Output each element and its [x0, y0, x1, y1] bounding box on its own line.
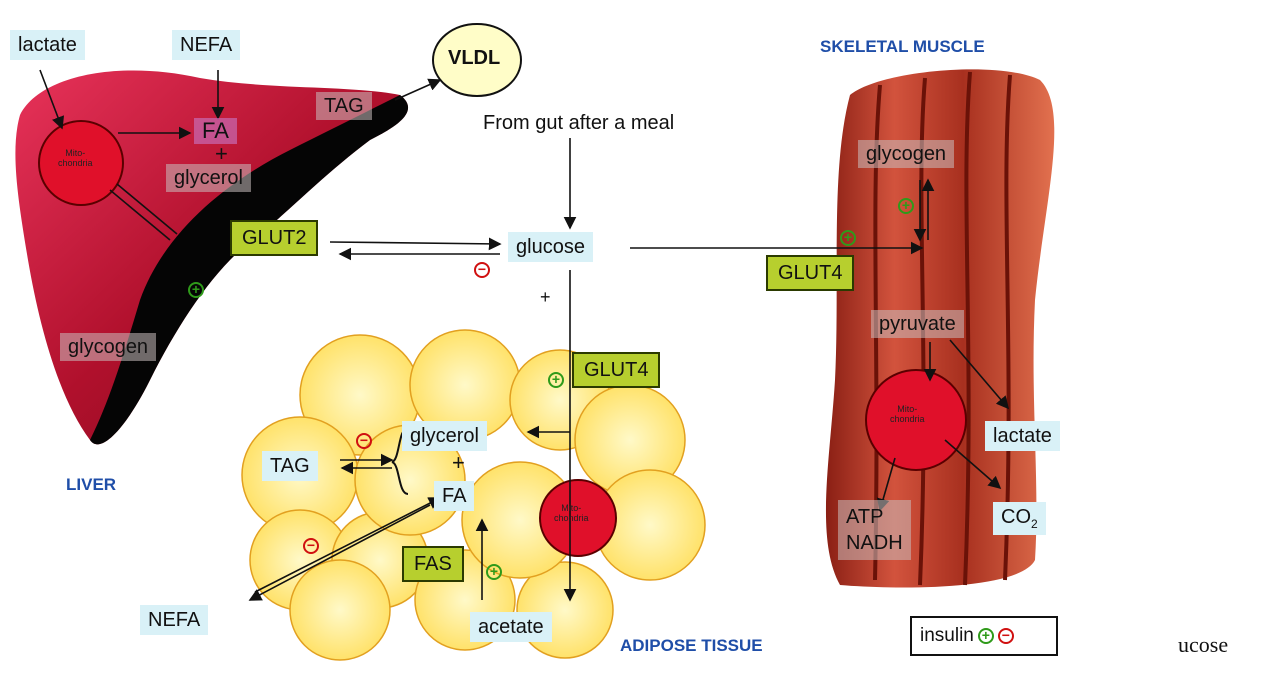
- organ-label-adipose-tissue: ADIPOSE TISSUE: [620, 636, 763, 656]
- adipose-nefa-inhibit-symbol: −: [303, 538, 319, 554]
- muscle-co2-label: CO2: [993, 502, 1046, 535]
- muscle-mitochondria-label: Mito-chondria: [890, 404, 925, 424]
- liver-glut2-label: GLUT2: [230, 220, 318, 256]
- adipose-plus-label: +: [452, 452, 465, 474]
- adipose-tag-label: TAG: [262, 451, 318, 481]
- from-gut-label: From gut after a meal: [483, 113, 674, 133]
- liver-glycerol-label: glycerol: [166, 164, 251, 192]
- liver-nefa-label: NEFA: [172, 30, 240, 60]
- legend-inhibit-icon: −: [998, 628, 1014, 644]
- organ-label-liver: LIVER: [66, 475, 116, 495]
- adipose-glut4-stimulate-symbol: +: [548, 372, 564, 388]
- legend-stimulate-icon: +: [978, 628, 994, 644]
- organ-label-skeletal-muscle: SKELETAL MUSCLE: [820, 37, 985, 57]
- trailing-text: ucose: [1178, 632, 1228, 658]
- adipose-glycerol-label: glycerol: [402, 421, 487, 451]
- muscle-lactate-label: lactate: [985, 421, 1060, 451]
- muscle-glut4-stimulate-symbol: +: [840, 230, 856, 246]
- liver-mitochondria-label: Mito-chondria: [58, 148, 93, 168]
- muscle-glycogen-label: glycogen: [858, 140, 954, 168]
- glut2-inhibit-symbol: −: [474, 262, 490, 278]
- adipose-fas-label: FAS: [402, 546, 464, 582]
- insulin-legend: insulin + −: [910, 616, 1058, 656]
- adipose-glut4-label: GLUT4: [572, 352, 660, 388]
- adipose-fas-stimulate-symbol: +: [486, 564, 502, 580]
- adipose-lipolysis-inhibit-symbol: −: [356, 433, 372, 449]
- adipose-fa-label: FA: [434, 481, 474, 511]
- liver-plus-label: +: [215, 143, 228, 165]
- adipose-mitochondria-label: Mito-chondria: [554, 503, 589, 523]
- legend-insulin-label: insulin: [920, 625, 974, 647]
- liver-stimulate-symbol: +: [188, 282, 204, 298]
- adipose-acetate-label: acetate: [470, 612, 552, 642]
- liver-tag-label: TAG: [316, 92, 372, 120]
- glucose-label: glucose: [508, 232, 593, 262]
- muscle-glycogen-stimulate-symbol: +: [898, 198, 914, 214]
- liver-lactate-label: lactate: [10, 30, 85, 60]
- muscle-pyruvate-label: pyruvate: [871, 310, 964, 338]
- muscle-glut4-label: GLUT4: [766, 255, 854, 291]
- liver-glycogen-label: glycogen: [60, 333, 156, 361]
- vldl-label: VLDL: [448, 48, 500, 68]
- adipose-nefa-label: NEFA: [140, 605, 208, 635]
- center-plus-label: +: [540, 288, 551, 306]
